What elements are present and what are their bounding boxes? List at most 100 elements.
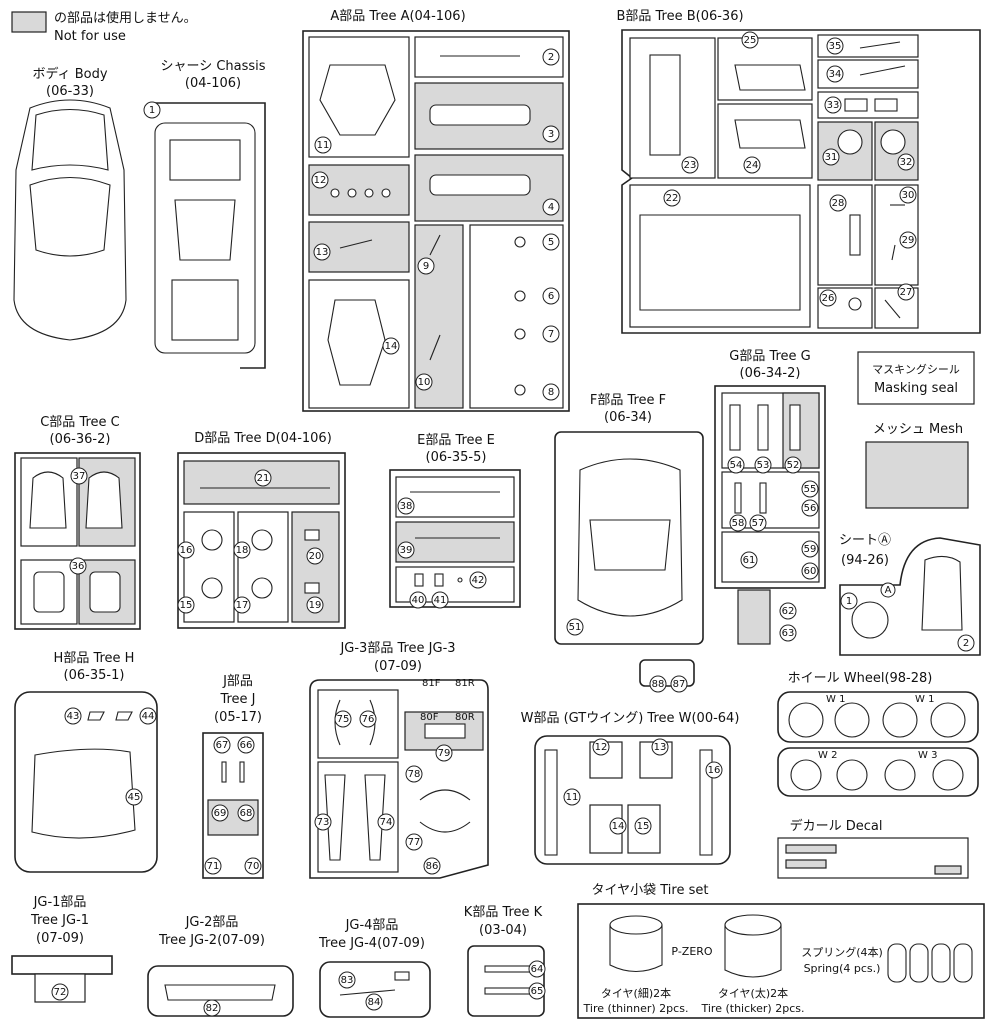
part-77-badge: 77 (405, 833, 423, 851)
part-64 (484, 965, 531, 973)
svg-text:A: A (885, 585, 892, 596)
svg-text:8: 8 (548, 387, 554, 398)
tire-brand: P-ZERO (671, 945, 712, 958)
part-83-badge: 83 (338, 971, 356, 989)
part-15-badge: 15 (177, 596, 195, 614)
svg-text:30: 30 (902, 190, 915, 201)
masking-seal-jp: マスキングシール (872, 362, 960, 376)
svg-text:19: 19 (309, 600, 322, 611)
part-44-badge: 44 (139, 707, 157, 725)
part-10-badge: 10 (415, 373, 433, 391)
svg-text:54: 54 (730, 460, 743, 471)
tree-b-cell-23 (629, 37, 716, 179)
tree-g-label: G部品 Tree G (729, 349, 811, 364)
tree-jg3-frame (309, 679, 489, 879)
tree-e-cell-38 (395, 476, 515, 518)
part-28-badge: 28 (829, 194, 847, 212)
part-36-b (89, 571, 121, 613)
part-4-badge: 4 (542, 198, 560, 216)
svg-text:33: 33 (827, 100, 840, 111)
part-25 (734, 64, 806, 91)
part-17-badge: 17 (233, 596, 251, 614)
tree-f-label: F部品 Tree F (590, 393, 666, 408)
tree-k-frame (467, 945, 545, 1017)
part-29 (891, 244, 896, 261)
svg-text:71: 71 (207, 861, 220, 872)
part-37-b (85, 471, 123, 529)
part-7-badge: 7 (542, 325, 560, 343)
part-57-badge: 57 (749, 514, 767, 532)
part-20 (304, 529, 320, 541)
masking-seal-en: Masking seal (874, 381, 958, 396)
svg-text:36: 36 (72, 561, 85, 572)
part-51 (577, 458, 683, 617)
tree-k-label: K部品 Tree K (464, 905, 543, 920)
part-w13-badge: 13 (651, 738, 669, 756)
tree-h-label: H部品 Tree H (54, 651, 135, 666)
part-62-badge: 62 (779, 602, 797, 620)
svg-text:80R: 80R (455, 712, 475, 723)
svg-text:70: 70 (247, 861, 260, 872)
spring-2 (909, 943, 929, 983)
part-58-badge: 58 (729, 514, 747, 532)
svg-text:14: 14 (612, 821, 625, 832)
tree-j-label: J部品 (222, 674, 253, 689)
svg-text:80F: 80F (420, 712, 439, 723)
part-39-badge: 39 (397, 541, 415, 559)
svg-text:29: 29 (902, 235, 915, 246)
svg-text:3: 3 (548, 129, 554, 140)
svg-text:32: 32 (900, 157, 913, 168)
tree-jg2-label2: Tree JG-2(07-09) (158, 933, 265, 948)
part-41-badge: 41 (431, 591, 449, 609)
chassis-front-axle (169, 139, 241, 181)
svg-text:1: 1 (846, 596, 852, 607)
part-60-badge: 60 (801, 562, 819, 580)
part-79-badge: 79 (435, 744, 453, 762)
part-72-badge: 72 (51, 983, 69, 1001)
part-57 (759, 482, 767, 514)
part-12-d (381, 188, 391, 198)
part-16-w (699, 749, 713, 856)
svg-text:31: 31 (825, 152, 838, 163)
svg-text:18: 18 (236, 545, 249, 556)
tree-e-cell-39 (395, 521, 515, 563)
svg-text:83: 83 (341, 975, 354, 986)
wheel-w1-4 (930, 702, 966, 738)
tree-h: H部品 Tree H (06-35-1) 43 44 45 (14, 651, 158, 873)
svg-text:15: 15 (180, 600, 193, 611)
part-12-a (330, 188, 340, 198)
svg-text:13: 13 (654, 742, 667, 753)
tree-b-cell-25 (717, 37, 813, 101)
part-42-badge: 42 (469, 571, 487, 589)
wheel-w2-label: W 2 (818, 750, 837, 761)
part-5-badge: 5 (542, 233, 560, 251)
svg-text:63: 63 (782, 628, 795, 639)
spring-1 (887, 943, 907, 983)
part-7 (514, 328, 526, 340)
svg-text:43: 43 (67, 711, 80, 722)
part-12-b (347, 188, 357, 198)
part-9-badge: 9 (417, 257, 435, 275)
wheel-w2-w3-frame (777, 747, 979, 797)
part-53-badge: 53 (754, 456, 772, 474)
svg-text:73: 73 (317, 817, 330, 828)
part-a2 (921, 555, 963, 631)
part-33-b (874, 98, 898, 112)
svg-text:12: 12 (314, 175, 327, 186)
part-14 (327, 299, 386, 386)
part-80F-badge: 80F (420, 712, 439, 723)
svg-text:79: 79 (438, 748, 451, 759)
part-54-badge: 54 (727, 456, 745, 474)
wheel-w1-label-a: W 1 (826, 694, 845, 705)
part-44 (115, 711, 133, 721)
part-22-badge: 22 (663, 189, 681, 207)
part-73 (324, 774, 346, 861)
tree-f-subframe (639, 659, 695, 687)
tree-b-frame (621, 29, 981, 334)
part-31 (837, 129, 863, 155)
part-73-badge: 73 (314, 813, 332, 831)
tree-jg3-label: JG-3部品 Tree JG-3 (339, 641, 455, 656)
tree-d: D部品 Tree D(04-106) 15 16 17 18 19 20 21 (177, 431, 346, 629)
masking-seal-box (857, 351, 975, 405)
tree-b: B部品 Tree B(06-36) 22 23 24 25 26 (616, 9, 981, 334)
